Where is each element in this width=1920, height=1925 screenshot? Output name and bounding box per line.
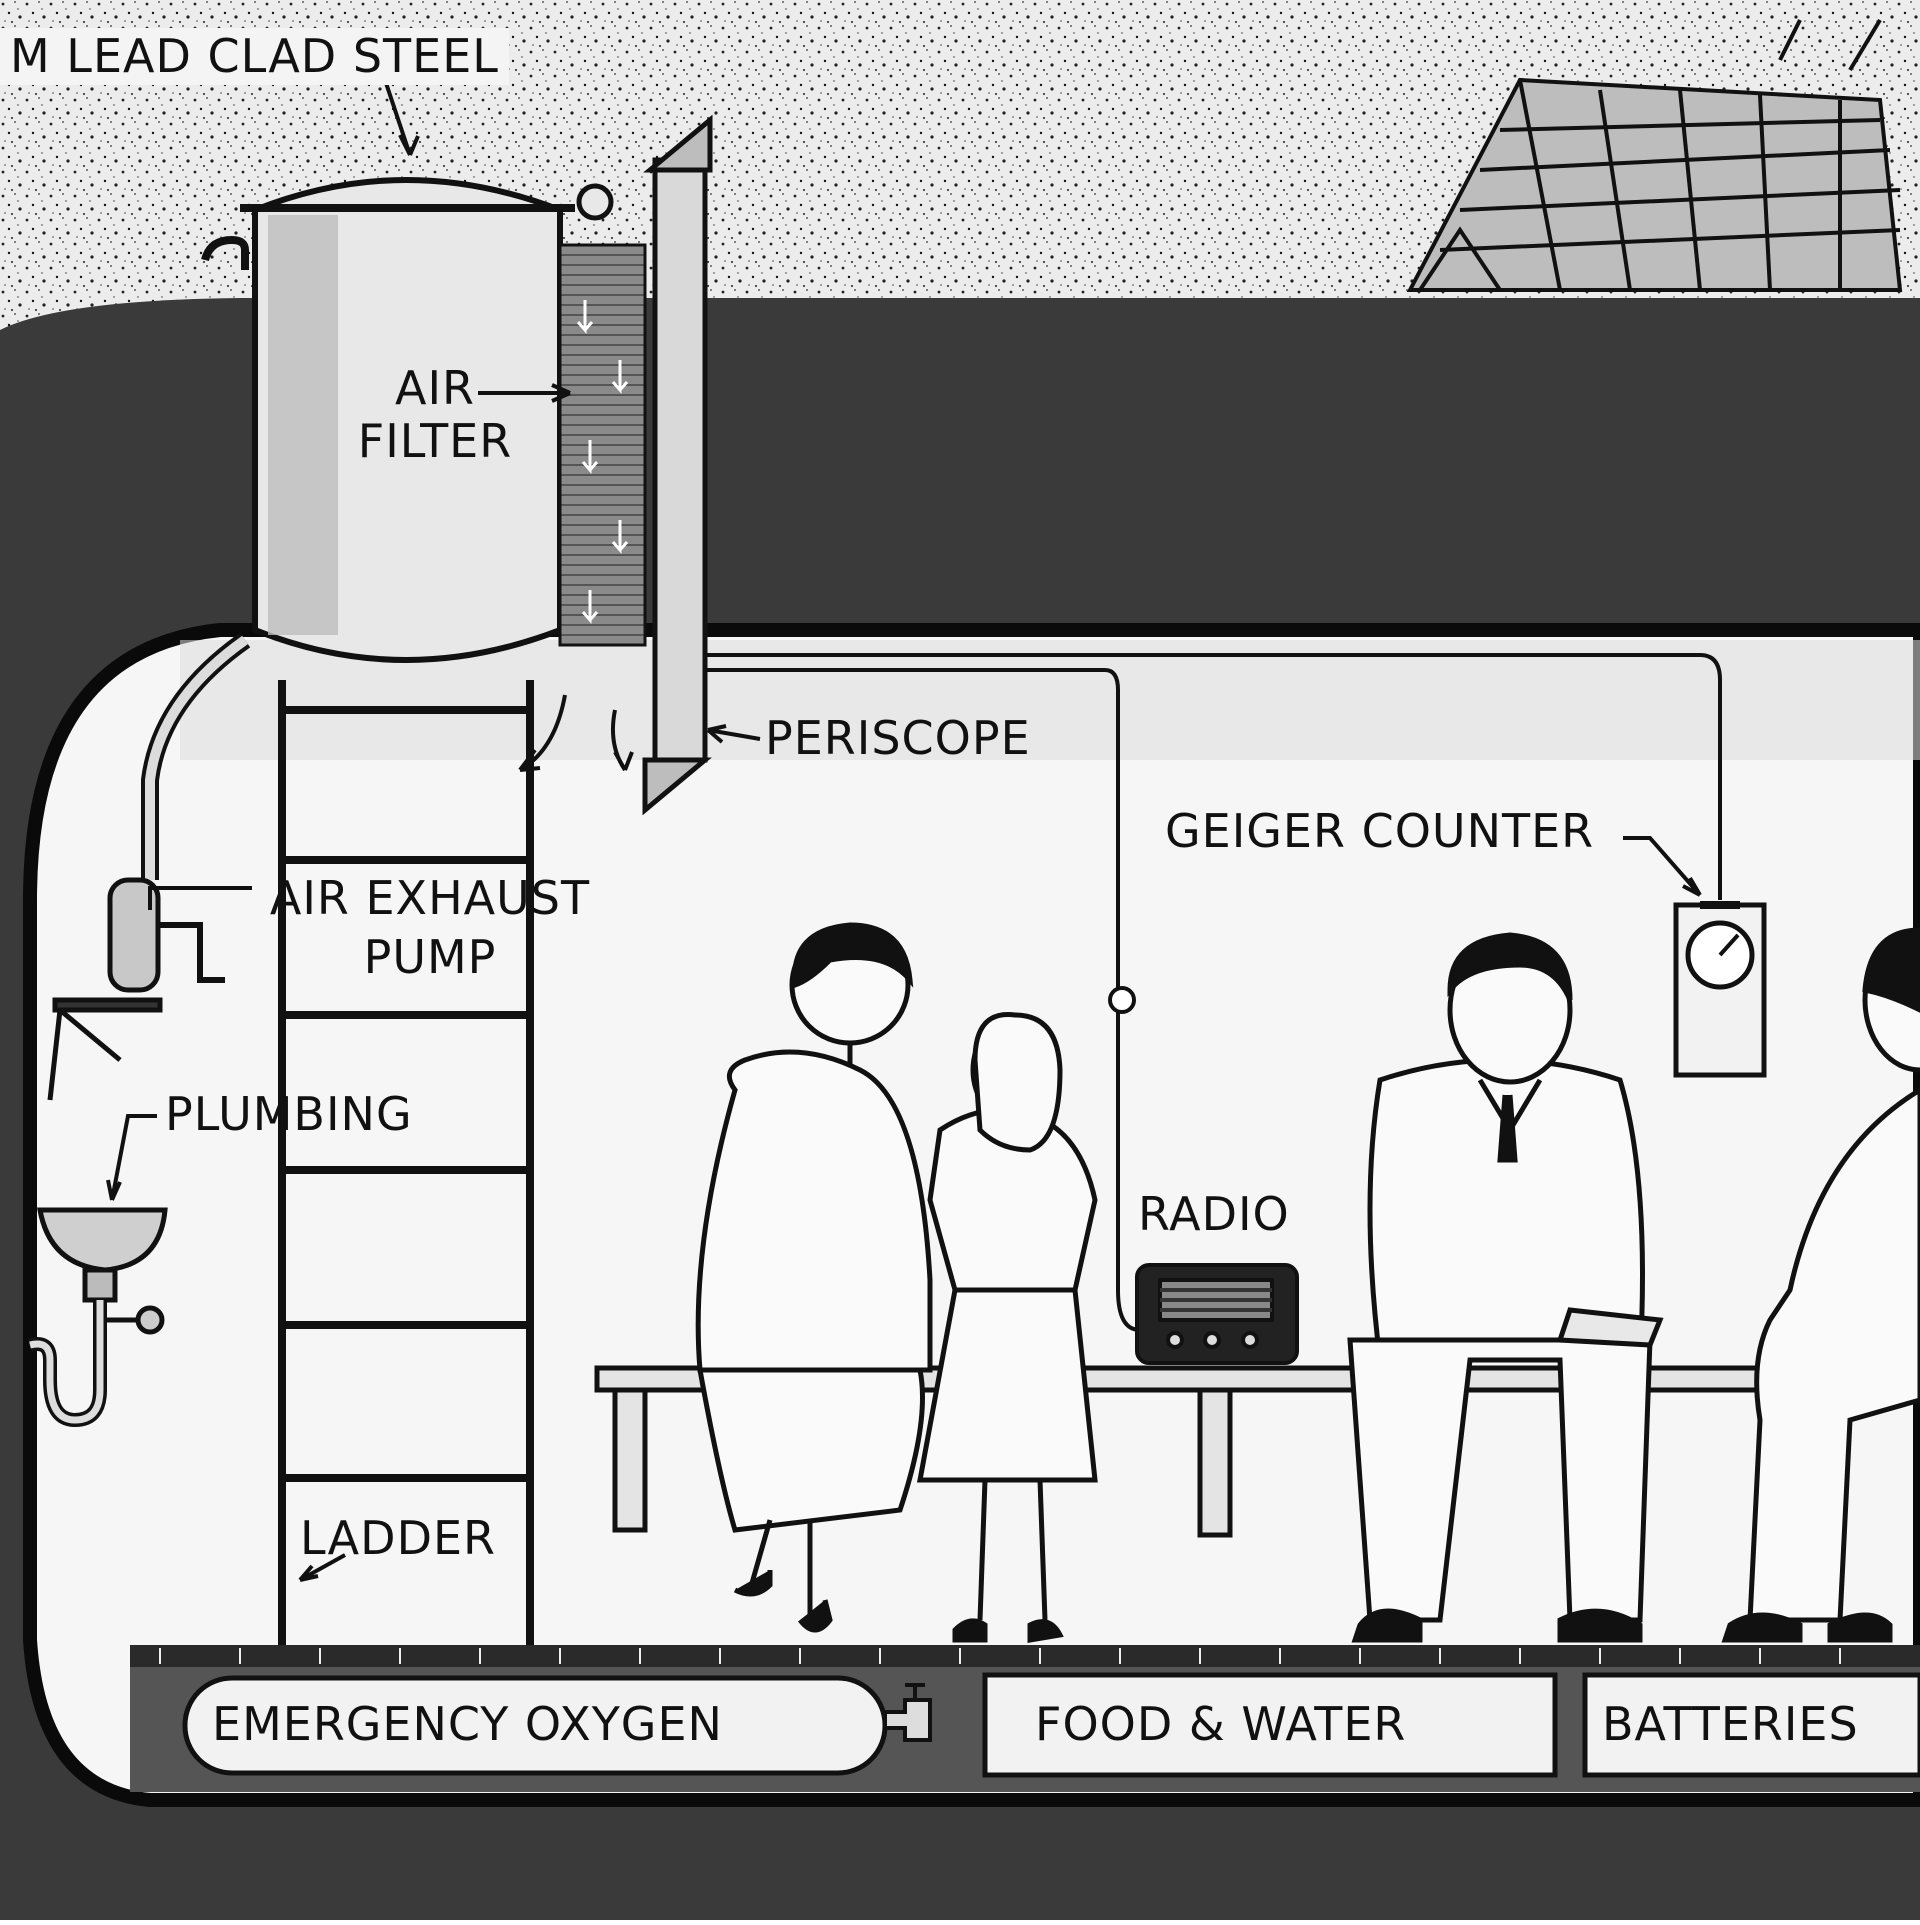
periscope-label: PERISCOPE bbox=[765, 711, 1031, 765]
geiger-counter-icon bbox=[1673, 901, 1767, 1078]
plumbing-label: PLUMBING bbox=[165, 1087, 413, 1141]
girl-figure bbox=[916, 1012, 1098, 1643]
boy-figure bbox=[1721, 927, 1920, 1643]
periscope-tube bbox=[652, 157, 708, 763]
air-exhaust-pump-icon bbox=[47, 877, 225, 1101]
title-strip: M LEAD CLAD STEEL bbox=[0, 28, 509, 85]
filter-media bbox=[558, 243, 647, 647]
batteries-label: BATTERIES bbox=[1602, 1697, 1859, 1751]
man-figure bbox=[1347, 932, 1664, 1643]
periscope-top-icon bbox=[643, 114, 713, 173]
emergency-oxygen-label: EMERGENCY OXYGEN bbox=[212, 1697, 723, 1751]
air-exhaust-label-line1: AIR EXHAUST bbox=[269, 871, 591, 925]
air-filter-cap-icon bbox=[576, 183, 614, 221]
periscope-bottom-icon bbox=[642, 757, 712, 816]
ladder-icon bbox=[278, 680, 534, 1645]
geiger-counter-label: GEIGER COUNTER bbox=[1165, 804, 1595, 858]
ladder-label: LADDER bbox=[300, 1511, 497, 1565]
batteries-compartment bbox=[1582, 1672, 1920, 1778]
ruined-house-icon bbox=[1406, 18, 1903, 292]
radio-label: RADIO bbox=[1138, 1187, 1290, 1241]
air-filter-label: AIR FILTER bbox=[345, 362, 525, 468]
sink-icon bbox=[28, 1207, 168, 1428]
oxygen-valve-icon bbox=[883, 1683, 932, 1742]
floor bbox=[130, 1645, 1920, 1667]
food-water-label: FOOD & WATER bbox=[1035, 1697, 1407, 1751]
air-filter-label-line1: AIR bbox=[395, 361, 475, 415]
radio-icon bbox=[1135, 1263, 1299, 1365]
air-exhaust-pump-label: AIR EXHAUST PUMP bbox=[250, 872, 610, 984]
air-filter-label-line2: FILTER bbox=[357, 413, 513, 468]
leader-lines bbox=[106, 79, 1702, 1582]
air-exhaust-label-line2: PUMP bbox=[363, 929, 497, 984]
food-water-compartment bbox=[982, 1672, 1558, 1778]
woman-figure bbox=[695, 922, 933, 1633]
